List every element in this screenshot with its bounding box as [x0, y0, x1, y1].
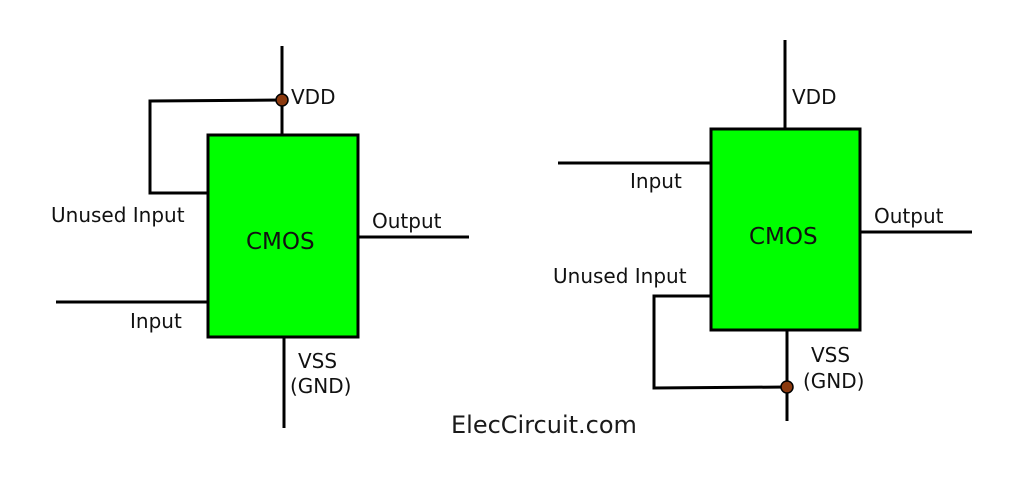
unused-input-label-right: Unused Input [553, 264, 687, 288]
input-label-left: Input [130, 309, 182, 333]
output-label-right: Output [874, 204, 944, 228]
vss-junction-dot-right [780, 380, 794, 394]
vdd-junction-dot-left [275, 93, 289, 107]
cmos-chip-left [206, 133, 360, 339]
gnd-label-right: (GND) [803, 369, 865, 393]
gnd-label-left: (GND) [290, 374, 352, 398]
circuit-left [56, 46, 469, 428]
vss-label-right: VSS [811, 343, 851, 367]
unused-input-tie-wire-left [148, 98, 283, 195]
cmos-chip-right [709, 127, 862, 332]
chip-label-right: CMOS [749, 224, 818, 250]
output-label-left: Output [372, 209, 442, 233]
unused-input-label-left: Unused Input [51, 203, 185, 227]
unused-input-tie-wire-right [652, 294, 788, 390]
circuit-right [558, 40, 972, 421]
vdd-label-left: VDD [291, 85, 336, 109]
vss-label-left: VSS [298, 349, 338, 373]
watermark-text: ElecCircuit.com [451, 411, 637, 439]
input-label-right: Input [630, 169, 682, 193]
chip-label-left: CMOS [246, 229, 315, 255]
vdd-label-right: VDD [792, 85, 837, 109]
